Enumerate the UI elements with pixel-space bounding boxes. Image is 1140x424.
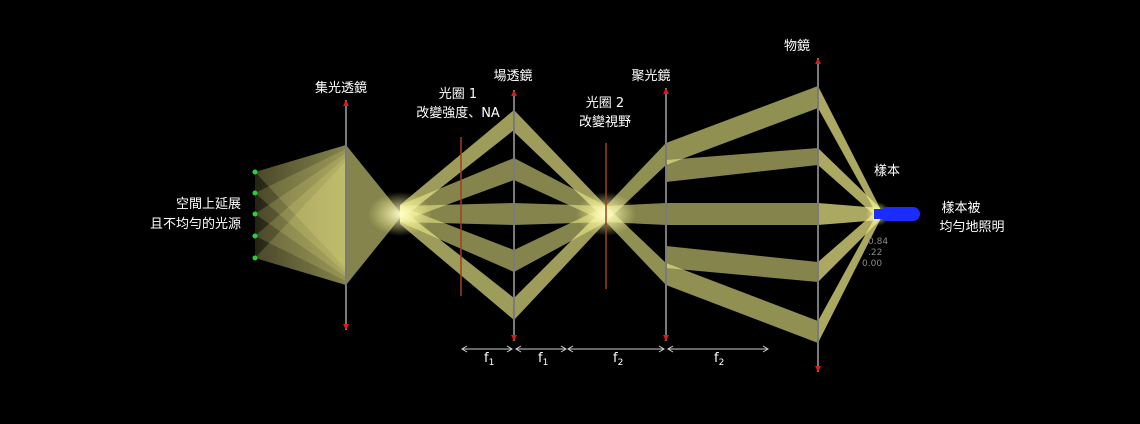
result-label-line2: 均勻地照明 [939, 220, 1004, 235]
focal-label-f2-b: f2 [714, 351, 724, 368]
fan-bottom-to-field [400, 208, 514, 320]
beam-middle-to-objective [666, 203, 818, 225]
collector-lens-arrow-top [343, 100, 349, 106]
beam-top-to-objective [666, 86, 818, 165]
source-point-beam-1 [255, 145, 346, 269]
focal-label-f1-a: f1 [484, 351, 494, 368]
source-point-beam-4 [255, 157, 346, 281]
beam-to-sample-2 [818, 148, 880, 220]
sample-holder [874, 207, 920, 221]
light-beams [252, 86, 890, 343]
readout-line2: .22 [868, 248, 882, 258]
fan-top-to-cross2 [514, 110, 606, 220]
beam-to-sample-1 [818, 86, 880, 220]
condenser-lens-label: 聚光鏡 [631, 69, 670, 84]
objective-lens-label: 物鏡 [784, 39, 810, 54]
sample-label: 樣本 [874, 164, 900, 179]
focal-dimensions [461, 345, 769, 353]
readout-line3: 0.00 [862, 259, 882, 269]
focal-label-f1-b: f1 [538, 351, 548, 368]
collector-lens-label: 集光透鏡 [315, 80, 367, 96]
objective-lens-arrow-top [815, 58, 821, 64]
focal-label-f2-a: f2 [613, 351, 623, 368]
source-label-line1: 空間上延展 [176, 197, 241, 212]
source-label-line2: 且不均勻的光源 [150, 216, 241, 232]
collector-lens-arrow-bottom [343, 324, 349, 330]
aperture2-label-line1: 光圈 2 [586, 96, 624, 111]
source-point-beam-5 [255, 161, 346, 285]
source-point-2 [252, 190, 258, 196]
source-point-3 [252, 211, 258, 217]
source-point-5 [252, 255, 258, 261]
beam-to-sample-3 [818, 203, 880, 225]
condenser-lens-arrow-bottom [663, 335, 669, 341]
sample-stub [874, 209, 884, 219]
field-lens-arrow-top [511, 90, 517, 96]
beam-to-sample-5 [818, 208, 880, 343]
readout-line1: 0.84 [868, 237, 888, 247]
beam-upper-to-objective [666, 148, 818, 182]
objective-lens-arrow-bottom [815, 366, 821, 372]
beam-lower-to-objective [666, 246, 818, 282]
aperture1-label-line1: 光圈 1 [439, 87, 477, 102]
condenser-lens-arrow-top [663, 88, 669, 94]
aperture2-label-line2: 改變視野 [579, 114, 631, 130]
crossover-glow-1 [368, 192, 432, 236]
source-point-1 [252, 169, 258, 175]
beam-to-sample-4 [818, 208, 880, 282]
source-point-beam-2 [255, 149, 346, 273]
optical-elements [343, 58, 821, 372]
field-lens-label: 場透鏡 [493, 69, 532, 84]
field-lens-arrow-bottom [511, 335, 517, 341]
fan-bottom-to-cross2 [514, 206, 606, 320]
source-point-beam-3 [255, 153, 346, 277]
aperture1-label-line2: 改變強度、NA [416, 105, 500, 121]
beam-bottom-to-objective [666, 263, 818, 343]
source-beam-envelope [255, 145, 346, 285]
sample-rod [880, 207, 920, 221]
source-point-4 [252, 233, 258, 239]
fan-top-to-field [400, 110, 514, 220]
result-label-line1: 樣本被 [941, 201, 980, 216]
